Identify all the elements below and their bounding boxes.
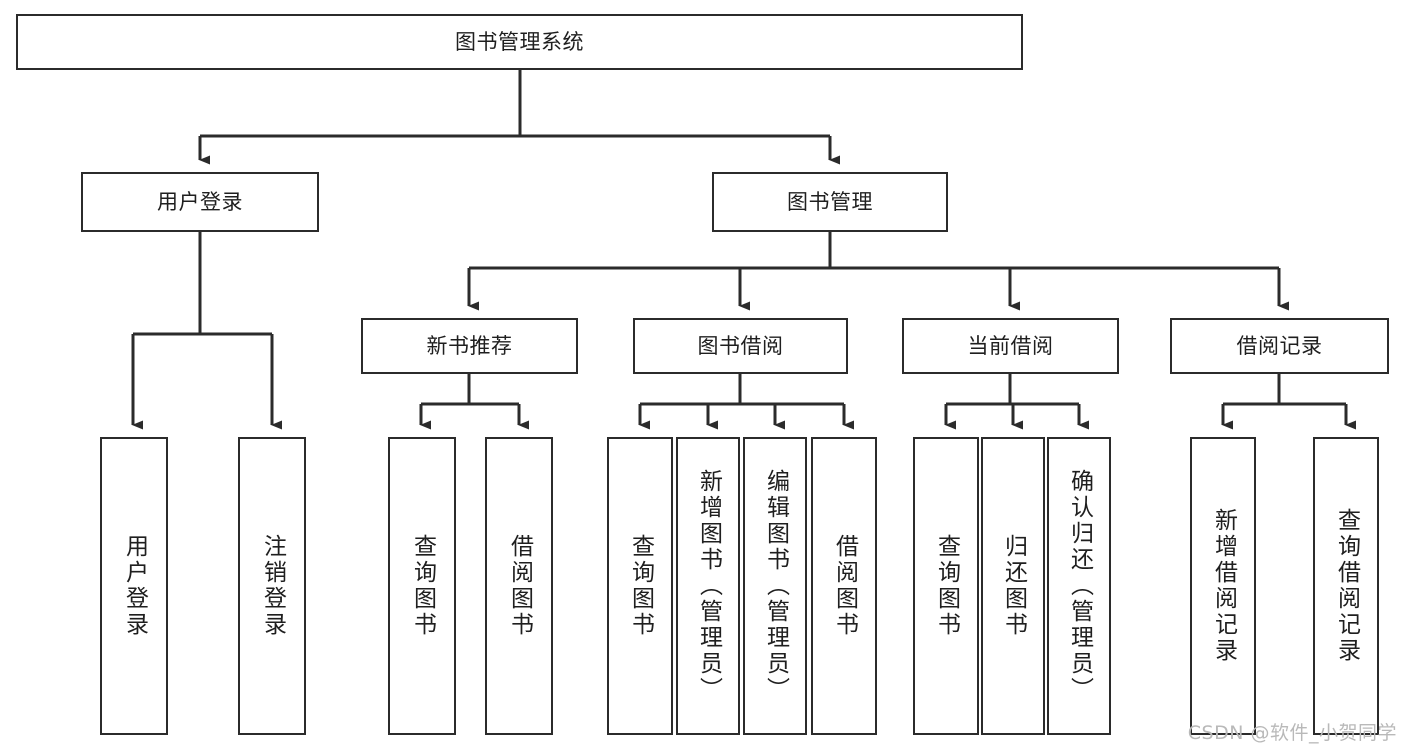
node-book-borrow-label: 图书借阅 — [697, 333, 784, 358]
node-leaf-borrow-book-label: 借阅图书 — [831, 534, 858, 638]
node-leaf-logout-label: 注销登录 — [259, 534, 286, 638]
node-leaf-query-book-rec[interactable]: 查询图书 — [388, 437, 456, 735]
node-user-login-label: 用户登录 — [157, 189, 243, 214]
node-root[interactable]: 图书管理系统 — [16, 14, 1023, 70]
node-leaf-query-record[interactable]: 查询借阅记录 — [1313, 437, 1379, 735]
node-leaf-logout[interactable]: 注销登录 — [238, 437, 306, 735]
node-leaf-query-book-borrow-label: 查询图书 — [627, 534, 654, 638]
node-leaf-borrow-book[interactable]: 借阅图书 — [811, 437, 877, 735]
node-leaf-edit-book-label: 编辑图书（管理员） — [762, 469, 789, 703]
node-book-borrow[interactable]: 图书借阅 — [633, 318, 848, 374]
node-leaf-query-book-cur[interactable]: 查询图书 — [913, 437, 979, 735]
node-leaf-return-book-label: 归还图书 — [1000, 534, 1027, 638]
node-book-manage-label: 图书管理 — [787, 189, 873, 214]
node-leaf-borrow-book-rec[interactable]: 借阅图书 — [485, 437, 553, 735]
node-new-book-recommend[interactable]: 新书推荐 — [361, 318, 578, 374]
node-leaf-add-book-label: 新增图书（管理员） — [695, 469, 722, 703]
node-borrow-record[interactable]: 借阅记录 — [1170, 318, 1389, 374]
node-leaf-query-book-borrow[interactable]: 查询图书 — [607, 437, 673, 735]
node-root-label: 图书管理系统 — [455, 29, 584, 54]
node-leaf-add-record[interactable]: 新增借阅记录 — [1190, 437, 1256, 735]
node-leaf-query-book-cur-label: 查询图书 — [933, 534, 960, 638]
node-user-login[interactable]: 用户登录 — [81, 172, 319, 232]
node-current-borrow-label: 当前借阅 — [967, 333, 1054, 358]
node-leaf-borrow-book-rec-label: 借阅图书 — [506, 534, 533, 638]
node-leaf-add-record-label: 新增借阅记录 — [1210, 508, 1237, 664]
node-new-book-recommend-label: 新书推荐 — [426, 333, 513, 358]
node-current-borrow[interactable]: 当前借阅 — [902, 318, 1119, 374]
node-leaf-confirm-return[interactable]: 确认归还（管理员） — [1047, 437, 1111, 735]
node-borrow-record-label: 借阅记录 — [1236, 333, 1323, 358]
node-leaf-confirm-return-label: 确认归还（管理员） — [1066, 469, 1093, 703]
node-leaf-user-login-label: 用户登录 — [121, 534, 148, 638]
node-leaf-edit-book[interactable]: 编辑图书（管理员） — [743, 437, 807, 735]
csdn-watermark: CSDN @软件_小贺同学 — [1187, 722, 1397, 744]
node-book-manage[interactable]: 图书管理 — [712, 172, 948, 232]
node-leaf-user-login[interactable]: 用户登录 — [100, 437, 168, 735]
node-leaf-add-book[interactable]: 新增图书（管理员） — [676, 437, 740, 735]
node-leaf-return-book[interactable]: 归还图书 — [981, 437, 1045, 735]
node-leaf-query-book-rec-label: 查询图书 — [409, 534, 436, 638]
node-leaf-query-record-label: 查询借阅记录 — [1333, 508, 1360, 664]
